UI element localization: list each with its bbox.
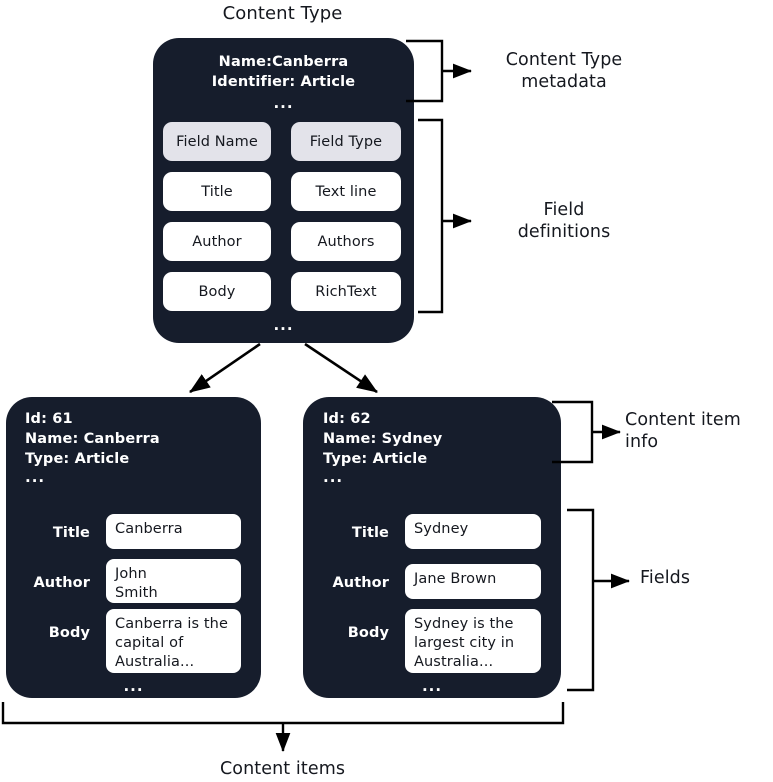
arrow-content-type-to-item-61 — [189, 342, 261, 394]
content-type-metadata-ellipsis: ... — [273, 94, 294, 112]
content-item-61-info-ellipsis: ... — [25, 468, 46, 486]
content-item-62-field-value-body[interactable]: Sydney is the largest city in Australia.… — [405, 609, 541, 673]
content-item-62-field-label-title: Title — [351, 525, 389, 541]
label-fields: Fields — [640, 568, 691, 588]
diagram-title: Content Type — [222, 3, 343, 24]
label-content-type-metadata: Content Type metadata — [505, 50, 623, 93]
content-item-61-field-label-title: Title — [52, 525, 90, 541]
chip-field-type-body[interactable]: RichText — [291, 272, 401, 311]
label-field-definitions: Field definitions — [517, 200, 611, 243]
label-content-items: Content items — [219, 759, 346, 779]
content-item-62-field-value-title[interactable]: Sydney — [405, 514, 541, 549]
bracket-content-item-info — [552, 400, 621, 464]
content-item-62-info-ellipsis: ... — [323, 468, 344, 486]
content-item-61-fields-ellipsis: ... — [123, 677, 144, 695]
content-item-61-field-value-title[interactable]: Canberra — [106, 514, 241, 549]
arrow-content-type-to-item-62 — [304, 342, 378, 394]
content-item-61-field-label-author: Author — [33, 575, 90, 591]
content-item-62-info: Id: 62 Name: Sydney Type: Article — [323, 411, 443, 467]
chip-field-name-title[interactable]: Title — [163, 172, 271, 211]
content-type-fields-ellipsis: ... — [273, 316, 294, 334]
chip-field-name-body[interactable]: Body — [163, 272, 271, 311]
chip-field-type-author[interactable]: Authors — [291, 222, 401, 261]
bracket-field-definitions — [418, 118, 472, 314]
content-item-61-field-value-body[interactable]: Canberra is the capital of Australia... — [106, 609, 241, 673]
content-type-metadata-text: Name:Canberra Identifier: Article — [211, 54, 356, 90]
content-item-61-field-label-body: Body — [48, 625, 90, 641]
chip-field-type-title[interactable]: Text line — [291, 172, 401, 211]
content-item-62-fields-ellipsis: ... — [421, 677, 443, 695]
bracket-content-type-metadata — [406, 39, 472, 103]
content-item-62-field-value-author[interactable]: Jane Brown — [405, 564, 541, 599]
label-content-item-info: Content item info — [625, 410, 741, 453]
chip-header-field-type[interactable]: Field Type — [291, 122, 401, 161]
bracket-content-items — [1, 702, 565, 752]
content-item-61-info: Id: 61 Name: Canberra Type: Article — [25, 411, 160, 467]
content-item-62-field-label-author: Author — [332, 575, 389, 591]
chip-header-field-name[interactable]: Field Name — [163, 122, 271, 161]
bracket-fields — [567, 508, 630, 692]
chip-field-name-author[interactable]: Author — [163, 222, 271, 261]
content-item-61-field-value-author[interactable]: John Smith — [106, 559, 241, 603]
content-item-62-field-label-body: Body — [347, 625, 389, 641]
